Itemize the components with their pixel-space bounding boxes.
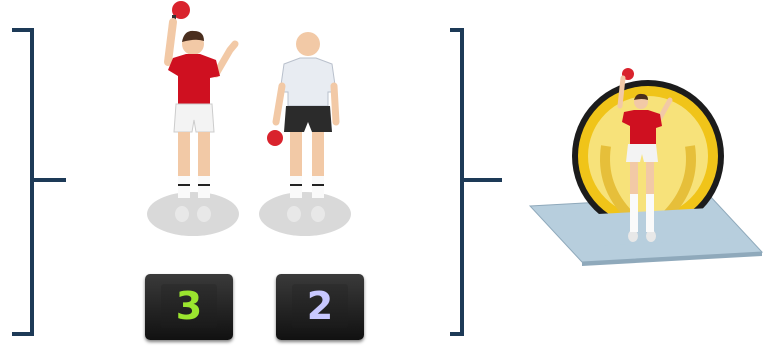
right-bracket: [446, 28, 506, 338]
player-2-score-box: 2: [276, 274, 364, 340]
player-1-score: 3: [161, 284, 217, 328]
player-2-figure: [250, 26, 360, 242]
player-1-figure: [138, 0, 248, 242]
winner-podium: [520, 66, 766, 266]
left-bracket: [8, 28, 68, 338]
player-1-score-box: 3: [145, 274, 233, 340]
player-2-score: 2: [292, 284, 348, 328]
